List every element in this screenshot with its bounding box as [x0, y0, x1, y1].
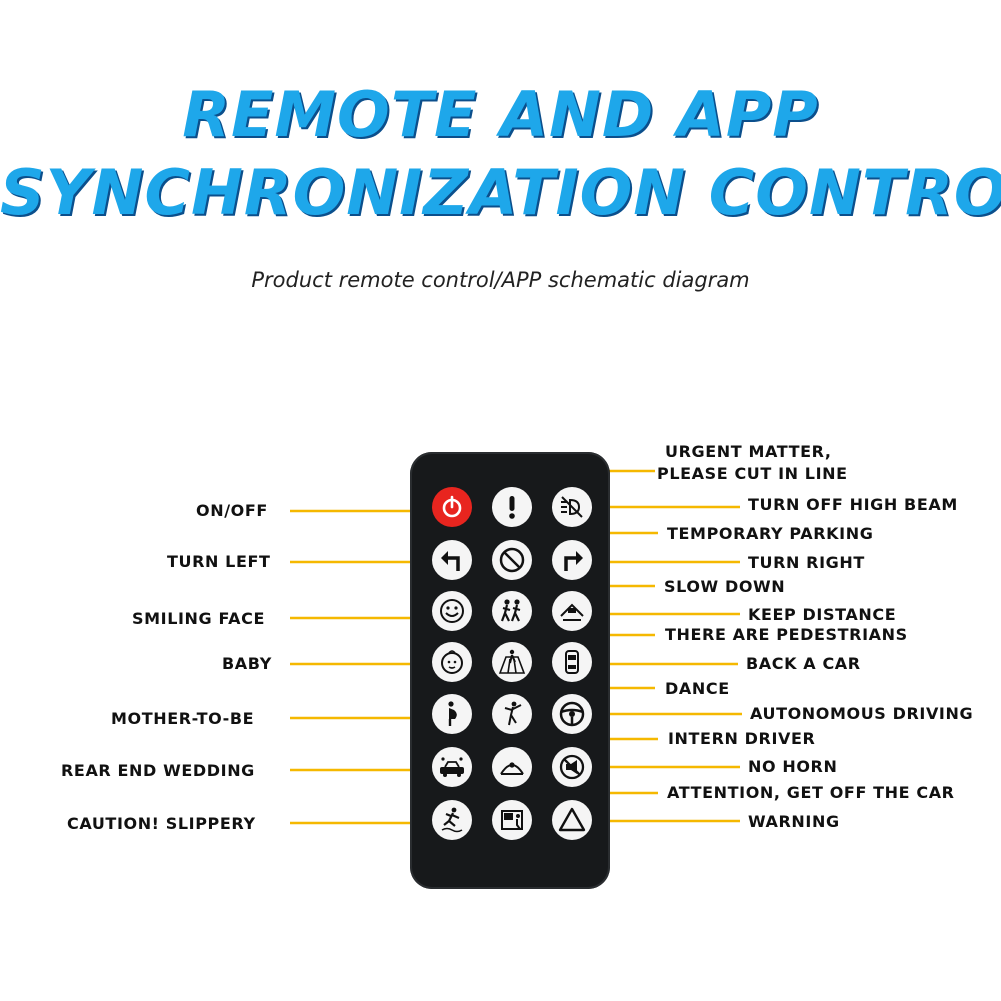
- power-icon: [442, 495, 462, 518]
- high-beam-off-icon: [561, 496, 583, 518]
- label-no-parking: TEMPORARY PARKING: [667, 524, 874, 543]
- remote-button-car-reverse[interactable]: [552, 642, 592, 682]
- remote-button-smiley[interactable]: [432, 591, 472, 631]
- crosswalk-icon: [498, 649, 526, 674]
- steering-wheel-icon: [559, 701, 585, 727]
- label-car-door: ATTENTION, GET OFF THE CAR: [667, 783, 955, 802]
- remote-button-baby[interactable]: [432, 642, 472, 682]
- remote-button-no-horn[interactable]: [552, 747, 592, 787]
- remote-button-slippery[interactable]: [432, 800, 472, 840]
- label-baby: BABY: [222, 654, 272, 673]
- remote-button-pregnant[interactable]: [432, 694, 472, 734]
- remote-button-high-beam-off[interactable]: [552, 487, 592, 527]
- title-line-2: SYNCHRONIZATION CONTROL: [0, 156, 1001, 229]
- remote-button-power[interactable]: [432, 487, 472, 527]
- pregnant-icon: [448, 701, 457, 726]
- subtitle: Product remote control/APP schematic dia…: [251, 268, 750, 292]
- label-crosswalk: THERE ARE PEDESTRIANS: [665, 625, 908, 644]
- no-horn-icon: [559, 754, 585, 780]
- remote-button-warning-triangle[interactable]: [552, 800, 592, 840]
- remote-button-crosswalk[interactable]: [492, 642, 532, 682]
- wedding-car-icon: [440, 757, 464, 777]
- smiley-icon: [440, 599, 464, 623]
- no-parking-icon: [499, 547, 525, 573]
- keep-distance-icon: [560, 603, 584, 621]
- slippery-icon: [441, 807, 463, 833]
- label-dancer: DANCE: [665, 679, 730, 698]
- remote-button-driver[interactable]: [492, 747, 532, 787]
- label-power: ON/OFF: [196, 501, 268, 520]
- car-door-icon: [501, 810, 523, 830]
- remote-button-wedding-car[interactable]: [432, 747, 472, 787]
- label-no-horn: NO HORN: [748, 757, 838, 776]
- label-turn-right: TURN RIGHT: [748, 553, 865, 572]
- title-line-1: REMOTE AND APP: [182, 78, 819, 151]
- label-children: SLOW DOWN: [664, 577, 786, 596]
- label-exclamation: URGENT MATTER,PLEASE CUT IN LINE: [657, 442, 848, 483]
- label-slippery: CAUTION! SLIPPERY: [67, 814, 256, 833]
- dancer-icon: [504, 701, 522, 726]
- remote-button-no-parking[interactable]: [492, 540, 532, 580]
- label-high-beam-off: TURN OFF HIGH BEAM: [748, 495, 958, 514]
- label-wedding-car: REAR END WEDDING: [61, 761, 255, 780]
- turn-left-icon: [441, 551, 460, 571]
- remote-button-turn-right[interactable]: [552, 540, 592, 580]
- label-driver: INTERN DRIVER: [668, 729, 816, 748]
- label-warning-triangle: WARNING: [748, 812, 840, 831]
- driver-icon: [500, 762, 524, 775]
- label-keep-distance: KEEP DISTANCE: [748, 605, 897, 624]
- children-icon: [500, 599, 521, 622]
- turn-right-icon: [564, 551, 583, 571]
- baby-icon: [441, 650, 463, 674]
- remote-button-exclamation[interactable]: [492, 487, 532, 527]
- remote-button-car-door[interactable]: [492, 800, 532, 840]
- remote-button-keep-distance[interactable]: [552, 591, 592, 631]
- label-pregnant: MOTHER-TO-BE: [111, 709, 255, 728]
- exclamation-icon: [509, 496, 515, 519]
- label-steering-wheel: AUTONOMOUS DRIVING: [750, 704, 974, 723]
- car-reverse-icon: [565, 650, 579, 674]
- remote-button-steering-wheel[interactable]: [552, 694, 592, 734]
- label-car-reverse: BACK A CAR: [746, 654, 861, 673]
- remote-control: [410, 452, 610, 889]
- remote-button-turn-left[interactable]: [432, 540, 472, 580]
- warning-triangle-icon: [558, 807, 586, 832]
- remote-button-dancer[interactable]: [492, 694, 532, 734]
- label-turn-left: TURN LEFT: [167, 552, 271, 571]
- remote-button-children[interactable]: [492, 591, 532, 631]
- label-smiley: SMILING FACE: [132, 609, 265, 628]
